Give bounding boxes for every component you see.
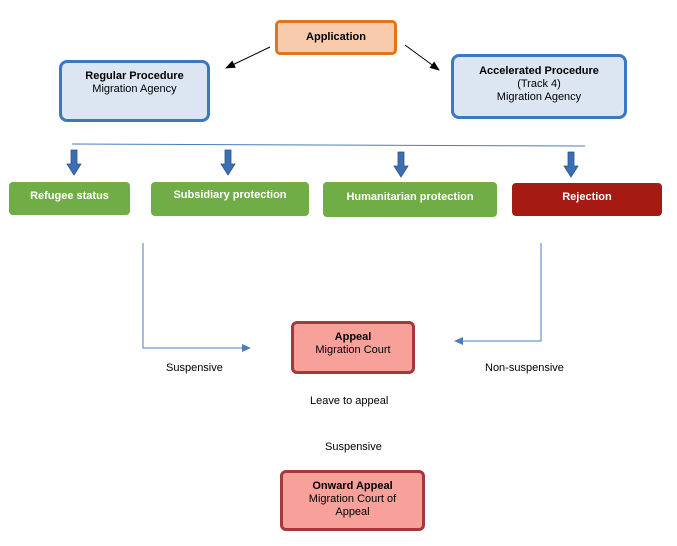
- onward-appeal-court: Migration Court of: [308, 493, 397, 505]
- appeal-box: Appeal Migration Court: [291, 321, 415, 374]
- humanitarian-protection-label: Humanitarian protection: [346, 191, 474, 203]
- regular-procedure-title: Regular Procedure: [85, 70, 184, 82]
- down-arrow-subsidiary: [220, 149, 236, 176]
- application-title: Application: [306, 31, 366, 43]
- down-arrow-humanitarian: [393, 151, 409, 178]
- appeal-title: Appeal: [334, 331, 372, 343]
- suspensive-left-label: Suspensive: [166, 362, 223, 374]
- subsidiary-protection-box: Subsidiary protection: [151, 182, 309, 216]
- outcome-bus-line: [71, 143, 586, 147]
- refugee-status-box: Refugee status: [9, 182, 130, 215]
- regular-procedure-box: Regular Procedure Migration Agency: [59, 60, 210, 122]
- accelerated-procedure-agency: Migration Agency: [496, 91, 582, 103]
- accelerated-procedure-title: Accelerated Procedure: [479, 65, 599, 77]
- accelerated-procedure-track: (Track 4): [517, 78, 561, 90]
- rejection-label: Rejection: [562, 191, 612, 203]
- rejection-box: Rejection: [512, 183, 662, 216]
- accelerated-procedure-box: Accelerated Procedure (Track 4) Migratio…: [451, 54, 627, 119]
- down-arrow-rejection: [563, 151, 579, 178]
- onward-appeal-box: Onward Appeal Migration Court of Appeal: [280, 470, 425, 531]
- application-box: Application: [275, 20, 397, 55]
- refugee-status-label: Refugee status: [30, 190, 109, 202]
- suspensive-connector: [142, 243, 251, 352]
- suspensive-center-label: Suspensive: [325, 441, 382, 453]
- arrow-to-regular: [225, 46, 271, 69]
- down-arrow-refugee: [66, 149, 82, 176]
- non-suspensive-label: Non-suspensive: [485, 362, 564, 374]
- humanitarian-protection-box: Humanitarian protection: [323, 182, 497, 217]
- subsidiary-protection-label: Subsidiary protection: [173, 189, 287, 201]
- leave-to-appeal-label: Leave to appeal: [310, 395, 389, 407]
- appeal-subtitle: Migration Court: [315, 344, 391, 356]
- non-suspensive-connector: [454, 243, 542, 345]
- onward-appeal-title: Onward Appeal: [312, 480, 393, 492]
- regular-procedure-subtitle: Migration Agency: [92, 83, 177, 95]
- arrow-to-accelerated: [404, 44, 440, 71]
- onward-appeal-court-2: Appeal: [335, 506, 370, 518]
